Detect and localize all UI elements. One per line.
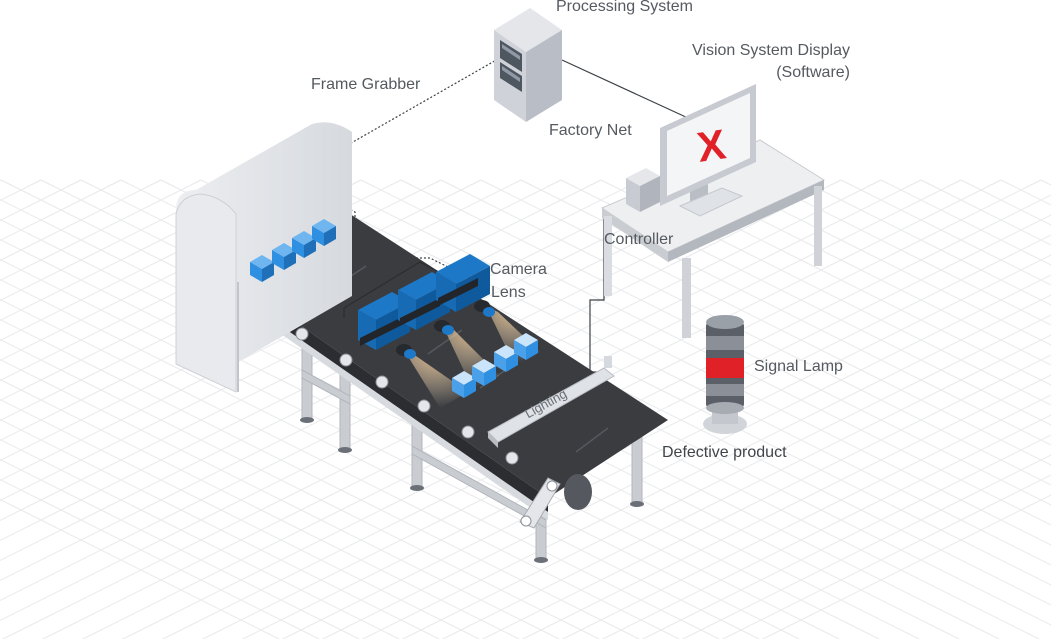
grid-line bbox=[721, 474, 1051, 639]
grid-line bbox=[681, 454, 1051, 639]
grid-line bbox=[0, 179, 602, 482]
product-box-icon bbox=[250, 219, 336, 282]
vision-system-display-line1: Vision System Display bbox=[692, 42, 850, 59]
inspected-products bbox=[452, 333, 538, 398]
grid-line bbox=[601, 414, 1051, 639]
grid-line bbox=[0, 179, 682, 522]
lighting-bar bbox=[487, 356, 615, 448]
grid-line bbox=[1000, 179, 1051, 206]
grid-line bbox=[0, 179, 282, 322]
grid-line bbox=[0, 179, 202, 282]
grid-line bbox=[561, 394, 1051, 639]
camera-label: Camera bbox=[490, 261, 547, 278]
grid-line bbox=[0, 179, 242, 302]
display-defect-mark: X bbox=[694, 120, 728, 170]
controller-box-icon bbox=[626, 168, 660, 212]
grid-line bbox=[600, 179, 1051, 406]
grid-line bbox=[481, 354, 1051, 639]
grid-line bbox=[321, 274, 1051, 639]
signal-lamp-icon bbox=[703, 315, 747, 434]
lens-label: Lens bbox=[491, 284, 526, 301]
grid-line bbox=[880, 179, 1051, 266]
grid-line bbox=[441, 334, 1051, 639]
grid-line bbox=[241, 234, 1051, 639]
grid-line bbox=[0, 179, 82, 222]
grid-line bbox=[840, 179, 1051, 286]
grid-line bbox=[0, 438, 401, 639]
grid-line bbox=[761, 494, 1051, 639]
server-icon bbox=[494, 8, 562, 122]
grid-line bbox=[0, 179, 322, 342]
grid-line bbox=[0, 478, 321, 639]
grid-line bbox=[680, 179, 1051, 366]
grid-line bbox=[960, 179, 1051, 226]
factory-net-label: Factory Net bbox=[549, 122, 632, 139]
vision-system-display-label: Vision System Display (Software) bbox=[660, 40, 850, 84]
grid-line bbox=[201, 214, 1051, 639]
grid-line bbox=[0, 179, 642, 502]
leg-feet bbox=[300, 417, 644, 563]
signal-lamp-label: Signal Lamp bbox=[754, 358, 843, 375]
vision-system-display-line2: (Software) bbox=[776, 64, 850, 81]
grid-line bbox=[521, 374, 1051, 639]
camera-icon bbox=[358, 254, 495, 359]
grid-line bbox=[361, 294, 1051, 639]
grid-line bbox=[0, 418, 441, 639]
frame-grabber-label: Frame Grabber bbox=[311, 76, 421, 93]
grid-line bbox=[0, 498, 281, 639]
grid-line bbox=[401, 314, 1051, 639]
processing-system-label: Processing System bbox=[556, 0, 693, 15]
grid-line bbox=[0, 179, 162, 262]
grid-line bbox=[0, 179, 722, 542]
grid-line bbox=[0, 179, 842, 602]
grid-line bbox=[640, 179, 1051, 386]
grid-line bbox=[800, 179, 1051, 306]
grid-line bbox=[641, 434, 1051, 639]
grid-line bbox=[720, 179, 1051, 346]
monitor-icon bbox=[660, 84, 756, 217]
grid-line bbox=[0, 179, 2, 182]
grid-line bbox=[0, 458, 361, 639]
factory-net-cable bbox=[561, 59, 689, 119]
controller-label: Controller bbox=[604, 231, 674, 248]
grid-line bbox=[760, 179, 1051, 326]
grid-line bbox=[1040, 179, 1051, 186]
defective-product-label: Defective product bbox=[662, 444, 787, 461]
